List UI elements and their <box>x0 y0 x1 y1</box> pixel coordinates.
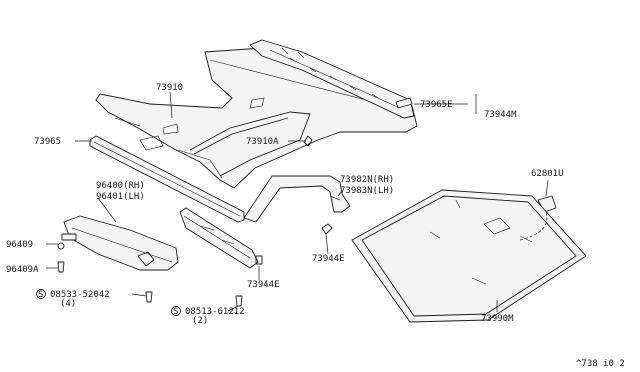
label-62801u: 62801U <box>531 169 564 179</box>
label-96409a: 96409A <box>6 265 39 275</box>
label-73944m: 73944M <box>484 110 517 120</box>
sunroof-frame-ring <box>189 111 311 177</box>
footer-code: ^738 i0 2 <box>576 359 625 369</box>
label-73983n: 73983N(LH) <box>340 186 394 196</box>
label-73944e-right: 73944E <box>312 254 345 264</box>
sun-visor-96400 <box>61 215 179 271</box>
label-73910a: 73910A <box>246 137 279 147</box>
leader-lines <box>46 91 549 312</box>
label-73990m: 73990M <box>481 314 514 324</box>
screw-symbol-08513: S <box>173 307 178 317</box>
label-73965e: 73965E <box>420 100 453 110</box>
lower-trim-73944e <box>179 207 259 269</box>
label-96401: 96401(LH) <box>96 192 145 202</box>
label-08513-qty: (2) <box>192 316 208 326</box>
roof-rail-73944m <box>249 39 415 119</box>
label-96400: 96400(RH) <box>96 181 145 191</box>
label-73965: 73965 <box>34 137 61 147</box>
screw-symbols: S S <box>36 289 181 317</box>
sunshade-73990m <box>351 189 587 323</box>
side-trim-73982n <box>243 175 351 223</box>
label-96409: 96409 <box>6 240 33 250</box>
label-08533-qty: (4) <box>60 299 76 309</box>
label-08513-61212: 08513-61212 <box>185 307 245 317</box>
label-73910: 73910 <box>156 83 183 93</box>
frame-bar-73965 <box>89 135 245 223</box>
label-08533-52042: 08533-52042 <box>50 290 110 300</box>
label-73944e-center: 73944E <box>247 280 280 290</box>
label-73982n: 73982N(RH) <box>340 175 394 185</box>
screw-symbol-08533: S <box>38 290 43 300</box>
